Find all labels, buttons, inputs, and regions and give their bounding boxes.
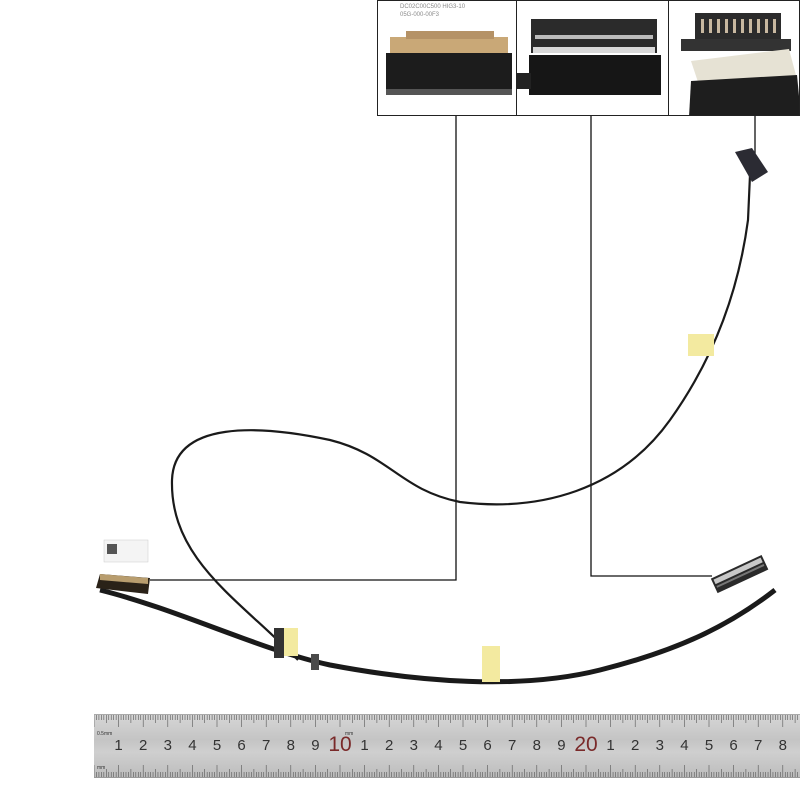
part-number-label: DC02C00C500 HIG3-10 05G-000-00F3 <box>400 4 466 18</box>
tape-left <box>284 628 298 656</box>
ruler-label: 20 <box>574 733 598 756</box>
inset-lcd-connector: DC02C00C500 HIG3-10 05G-000-00F3 <box>377 0 517 116</box>
ruler-label: 2 <box>139 737 148 754</box>
pin-connector-end <box>735 148 768 182</box>
ruler-label: 7 <box>754 737 763 754</box>
ruler-label: 8 <box>286 737 295 754</box>
ruler-label: 6 <box>483 737 492 754</box>
ruler-label: 8 <box>778 737 787 754</box>
gold-connector <box>390 37 508 53</box>
clip-left <box>274 628 284 658</box>
braided-sleeve <box>689 75 799 115</box>
ruler-label: 3 <box>163 737 172 754</box>
ruler-label: 8 <box>532 737 541 754</box>
ruler-unit-mid: mm <box>345 731 354 737</box>
inset-board-connector <box>516 0 669 116</box>
ruler-label: 1 <box>606 737 615 754</box>
ruler-label: 9 <box>311 737 320 754</box>
ruler-label: 6 <box>237 737 246 754</box>
ruler-label: 1 <box>360 737 369 754</box>
leader-line-board <box>590 116 712 577</box>
ruler-label: 5 <box>704 737 714 754</box>
ruler-unit-bottom: mm <box>97 765 106 771</box>
ruler-label: 4 <box>680 737 689 754</box>
ruler-label: 7 <box>262 737 271 754</box>
ruler-label: 5 <box>212 737 222 754</box>
clip-mid <box>311 654 319 670</box>
board-connector-end <box>710 555 769 594</box>
ruler-label: 4 <box>434 737 443 754</box>
foam-tape <box>691 49 797 85</box>
ruler-label: 6 <box>729 737 738 754</box>
ruler-label: 10 <box>328 733 352 756</box>
thin-wire <box>170 174 752 661</box>
tape-right <box>482 646 500 682</box>
ruler-label: 1 <box>114 737 123 754</box>
main-ribbon-cable <box>99 587 777 685</box>
ruler-label: 2 <box>385 737 394 754</box>
lcd-connector-end <box>96 539 150 594</box>
cable-body <box>529 55 661 95</box>
ruler-unit-top: 0.5mm <box>97 731 113 737</box>
ruler-label: 5 <box>458 737 468 754</box>
tape-upper <box>688 334 714 356</box>
qr-code-icon <box>107 544 117 554</box>
ruler-label: 3 <box>409 737 418 754</box>
inset-pin-connector <box>668 0 800 116</box>
cable-body <box>386 53 512 89</box>
leader-line-lcd <box>150 116 457 581</box>
pin-housing <box>695 13 781 43</box>
ruler-label: 9 <box>557 737 566 754</box>
ruler-label: 4 <box>188 737 197 754</box>
ruler-label: 2 <box>631 737 640 754</box>
ruler-label: 7 <box>508 737 517 754</box>
ruler-label: 3 <box>655 737 664 754</box>
